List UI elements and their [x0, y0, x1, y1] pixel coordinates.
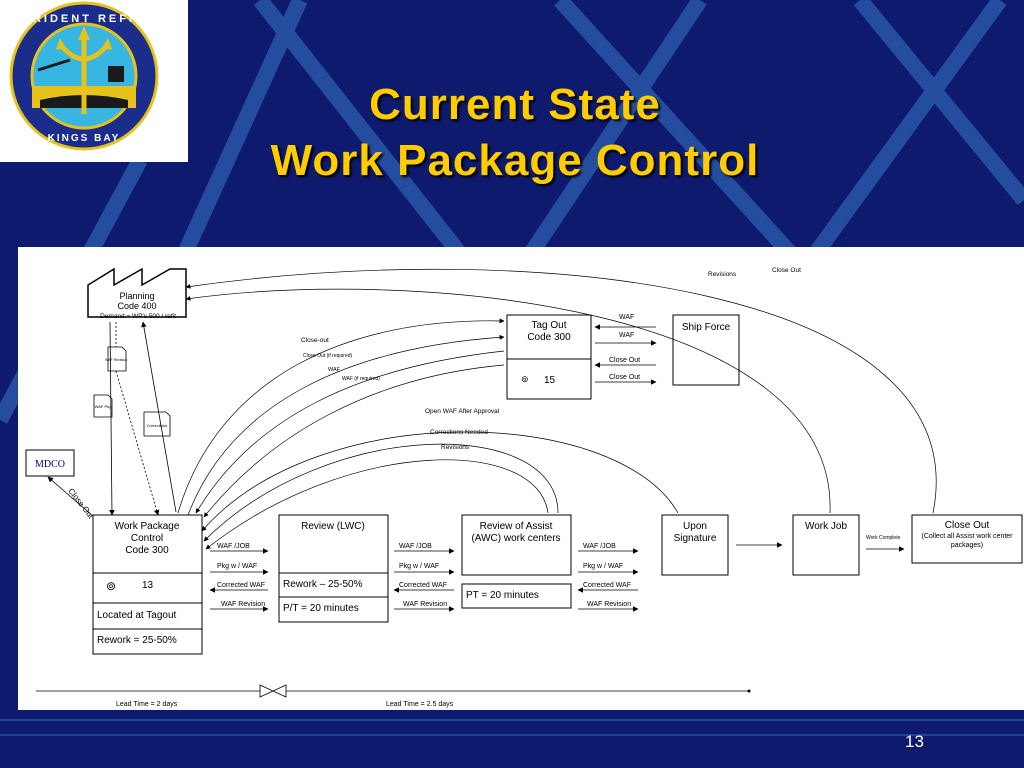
svg-text:WAF Revision: WAF Revision [403, 601, 447, 608]
tag-out-process-box: Tag Out Code 300 ⊚ 15 [506, 314, 592, 400]
tag-out-title: Tag Out [531, 320, 566, 331]
close-out-to-tagout-label: Close Out [609, 357, 640, 364]
mdco-box: MDCO [25, 449, 75, 477]
planning-demand: Demand = WP's 500 / refit [100, 313, 176, 320]
wpc-title-1: Work Package [115, 521, 180, 532]
work-job-box: Work Job [792, 514, 860, 576]
operator-icon: ⊚ [106, 579, 116, 593]
planning-code: Code 400 [117, 301, 156, 311]
planning-label: Planning [119, 291, 154, 301]
svg-text:WAF /JOB: WAF /JOB [217, 543, 250, 550]
slide-title-line-1: Current State [369, 80, 661, 129]
ship-force-label: Ship Force [682, 322, 731, 333]
review-lwc-box: Review (LWC) Rework – 25-50% P/T = 20 mi… [278, 514, 389, 623]
wpc-to-lwc-arrows: WAF /JOB Pkg w / WAF Corrected WAF WAF R… [209, 543, 269, 612]
close-out-desc-1: (Collect all Assist work center [921, 533, 1013, 540]
wpc-code: Code 300 [125, 545, 169, 556]
mdco-label: MDCO [35, 459, 65, 470]
waf-pkg-document-icon: WAF Pkg [93, 394, 113, 418]
waf-pkg-doc-label: WAF Pkg [95, 404, 112, 409]
open-waf-label: Open WAF After Approval [425, 408, 500, 415]
operator-icon: ⊚ [521, 374, 529, 384]
waf-if-required-label: WAF (if required) [342, 376, 380, 382]
value-stream-map: Planning Code 400 Demand = WP's 500 / re… [25, 267, 1023, 708]
lwc-pt: P/T = 20 minutes [283, 603, 359, 614]
waf-to-shipforce-label: WAF [619, 332, 634, 339]
svg-text:KINGS BAY: KINGS BAY [48, 133, 121, 144]
svg-text:TRIDENT REFIT: TRIDENT REFIT [23, 13, 145, 25]
value-stream-map-panel: Planning Code 400 Demand = WP's 500 / re… [18, 247, 1024, 710]
wpc-rework: Rework = 25-50% [97, 635, 177, 646]
slide-number: 13 [905, 732, 924, 751]
ship-force-box: Ship Force [672, 314, 740, 386]
svg-text:Pkg w / WAF: Pkg w / WAF [217, 563, 257, 570]
close-out-desc-2: packages) [951, 542, 983, 549]
upon-label: Upon [683, 521, 707, 532]
svg-text:WAF Revision: WAF Revision [587, 601, 631, 608]
lwc-to-awc-arrows: WAF /JOB Pkg w / WAF Corrected WAF WAF R… [393, 543, 455, 612]
close-out-lower-label: Close-out [301, 337, 329, 344]
work-job-label: Work Job [805, 521, 847, 532]
svg-text:Pkg w / WAF: Pkg w / WAF [399, 563, 439, 570]
svg-text:WAF /JOB: WAF /JOB [399, 543, 432, 550]
signature-label: Signature [674, 533, 717, 544]
waf-revision-document-icon: WAF Revision [105, 346, 127, 372]
svg-text:Pkg w / WAF: Pkg w / WAF [583, 563, 623, 570]
lwc-rework: Rework – 25-50% [283, 579, 363, 590]
corrections-doc-label: Corrections [147, 423, 167, 428]
mdco-close-out-label: Close Out [66, 487, 95, 521]
awc-title-1: Review of Assist [480, 521, 553, 532]
revisions-top-label: Revisions [708, 271, 737, 278]
planning-factory: Planning Code 400 Demand = WP's 500 / re… [87, 267, 187, 320]
corrections-needed-label: Corrections Needed [430, 429, 488, 436]
work-package-control-box: Work Package Control Code 300 ⊚ 13 Locat… [92, 514, 203, 655]
upon-signature-box: Upon Signature [661, 514, 729, 576]
corrections-document-icon: Corrections [143, 411, 171, 437]
trident-refit-facility-seal: TRIDENT REFIT KINGS BAY [9, 1, 159, 151]
waf-small-label: WAF [328, 367, 341, 373]
close-out-if-required-label: Close Out (if required) [303, 353, 353, 359]
close-out-title: Close Out [945, 520, 990, 531]
svg-text:Corrected WAF: Corrected WAF [583, 582, 631, 589]
slide-title-line-2: Work Package Control [270, 136, 760, 185]
lead-time-1: Lead Time = 2 days [116, 701, 178, 708]
logo-panel: TRIDENT REFIT KINGS BAY [0, 0, 188, 162]
close-out-top-label: Close Out [772, 267, 801, 274]
svg-text:Corrected WAF: Corrected WAF [217, 582, 265, 589]
awc-title-2: (AWC) work centers [471, 533, 560, 544]
tag-out-count: 15 [544, 375, 556, 386]
wpc-count: 13 [142, 580, 154, 591]
lwc-title: Review (LWC) [301, 521, 365, 532]
waf-to-tagout-label: WAF [619, 314, 634, 321]
lead-time-2: Lead Time = 2.5 days [386, 701, 454, 708]
tag-out-code: Code 300 [527, 332, 571, 343]
revisions-label: Revisions [441, 444, 470, 451]
svg-text:WAF Revision: WAF Revision [221, 601, 265, 608]
close-out-to-shipforce-label: Close Out [609, 374, 640, 381]
wpc-located: Located at Tagout [97, 610, 177, 621]
close-out-box: Close Out (Collect all Assist work cente… [911, 514, 1023, 564]
awc-to-upon-arrows: WAF /JOB Pkg w / WAF Corrected WAF WAF R… [577, 543, 639, 612]
waf-revision-doc-label: WAF Revision [105, 358, 127, 362]
svg-text:WAF /JOB: WAF /JOB [583, 543, 616, 550]
lead-time-timeline: Lead Time = 2 days Lead Time = 2.5 days [36, 684, 751, 708]
awc-pt: PT = 20 minutes [466, 590, 539, 601]
review-awc-box: Review of Assist (AWC) work centers PT =… [461, 514, 572, 609]
svg-text:Corrected WAF: Corrected WAF [399, 582, 447, 589]
work-complete-label: Work Complete [866, 535, 901, 541]
wpc-title-2: Control [131, 533, 163, 544]
